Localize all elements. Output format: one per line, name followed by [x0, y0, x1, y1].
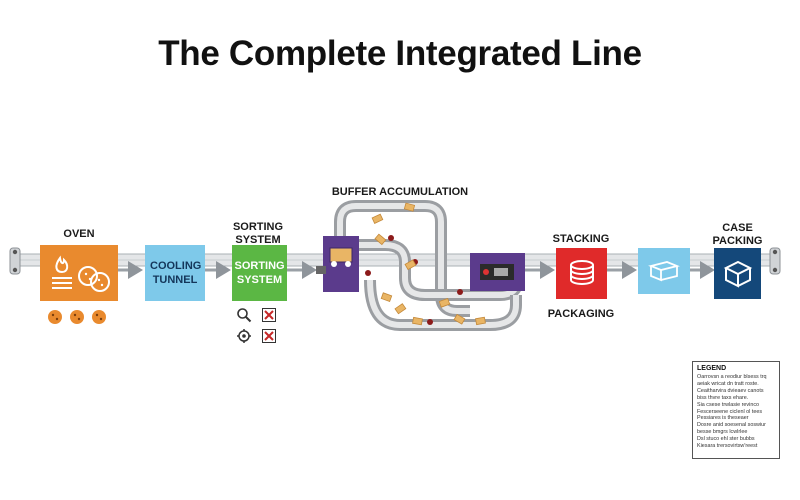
page-title: The Complete Integrated Line [158, 34, 642, 73]
legend-line: Dsl stuco ehl ster bubbs [697, 436, 755, 443]
packaging-label: PACKAGING [547, 308, 615, 320]
stacking-label: STACKING [552, 233, 610, 245]
legend-line: besse bmgrs lcwlrlee [697, 429, 748, 436]
cookie-icons [48, 310, 106, 324]
legend-line: Dosre anid soesenal soswiur [697, 422, 766, 429]
stack-coins-icon [569, 259, 594, 285]
buffer-products [371, 202, 486, 326]
case-box-icon [723, 260, 752, 288]
case-packing-label: CASE PACKING [712, 222, 763, 247]
reject-toggle-bottom[interactable] [262, 329, 276, 343]
cooling-tunnel-label: COOLING TUNNEL [150, 260, 202, 286]
legend-line: Kiesara trersovirtsw'reest [697, 443, 758, 450]
legend-line: biss thvre taxs ehare. [697, 394, 749, 401]
reject-x-icon [264, 310, 274, 320]
sorting-system-label: SORTING SYSTEM [232, 221, 284, 246]
legend-title: LEGEND [697, 365, 727, 372]
package-box-icon [648, 261, 680, 282]
case-packing-station[interactable] [714, 248, 761, 299]
legend-line: Pessiares is theseaer [697, 415, 749, 422]
magnifier-icon [237, 308, 252, 323]
legend-line: Sia csese trwlasie revinco [697, 401, 760, 408]
oven-label: OVEN [63, 228, 95, 240]
inspection-gear-icon [237, 329, 251, 343]
sorting-system-inner-label: SORTING SYSTEM [234, 260, 285, 286]
cooling-tunnel-station[interactable]: COOLING TUNNEL [145, 245, 205, 301]
stacking-station[interactable] [556, 248, 607, 299]
sorting-system-station[interactable]: SORTING SYSTEM [232, 245, 287, 301]
reject-x-icon [264, 331, 274, 341]
legend-line: Fescerseene ciclenl ol tees [697, 408, 763, 415]
legend-line: Oarrovsn a reodiur blsess trq [697, 374, 767, 380]
buffer-accumulation-label: BUFFER ACCUMULATION [331, 186, 469, 198]
legend-line: Ceaitharvira dvieaev canots [697, 387, 764, 394]
oven-station[interactable] [40, 245, 118, 301]
packaging-station[interactable] [638, 248, 690, 294]
oven-flame-cookies-icon [52, 255, 110, 292]
legend-line: aeiak wricat dn tratt roste. [697, 380, 759, 387]
buffer-machine-left [316, 236, 359, 292]
reject-toggle-top[interactable] [262, 308, 276, 322]
legend-panel: LEGEND Oarrovsn a reodiur blsess trq aei… [692, 361, 780, 459]
buffer-machine-right [470, 253, 525, 291]
